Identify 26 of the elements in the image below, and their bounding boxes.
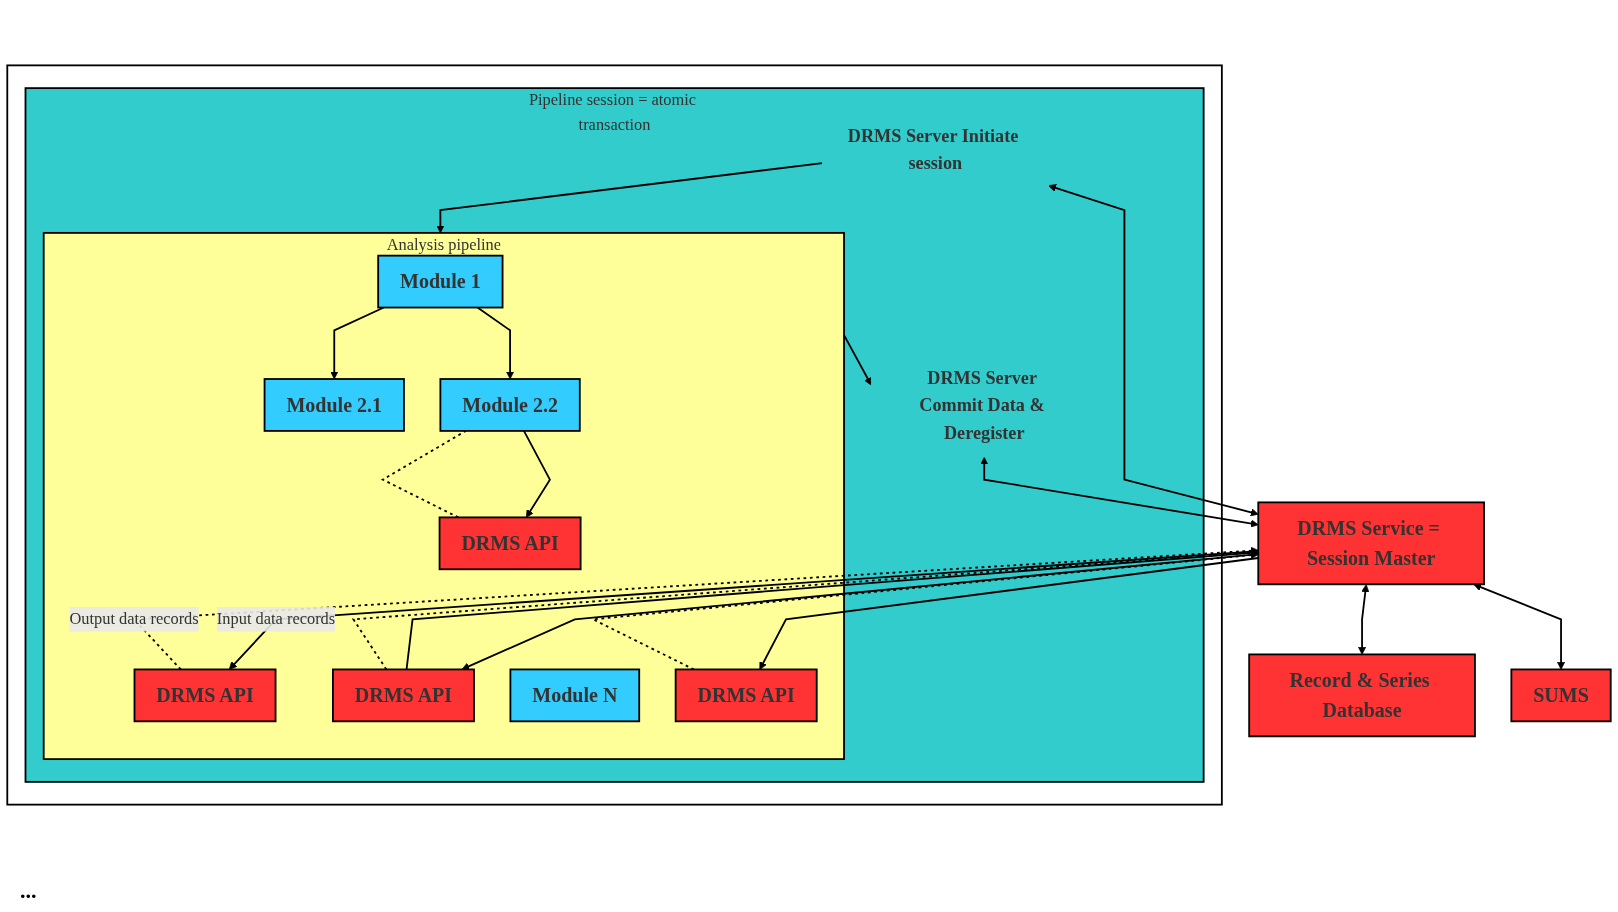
node-box: Module 2.2 bbox=[439, 378, 581, 432]
node-text: DRMS Server Initiate session bbox=[847, 125, 1019, 173]
node-box: DRMS API bbox=[133, 668, 277, 723]
node-box: Module N bbox=[509, 668, 641, 723]
edge-label: Output data records bbox=[69, 609, 199, 629]
node-box: Module 1 bbox=[377, 254, 504, 309]
arrow bbox=[980, 456, 1259, 528]
arrow bbox=[1473, 583, 1566, 670]
arrow bbox=[476, 306, 515, 380]
arrow bbox=[330, 306, 385, 380]
arrow bbox=[843, 334, 872, 386]
node-box: DRMS API bbox=[438, 516, 582, 571]
node-box: Module 2.1 bbox=[263, 378, 405, 432]
node-box: Record & Series Database bbox=[1248, 653, 1476, 738]
node-text: DRMS Server Commit Data & Deregister bbox=[919, 367, 1045, 443]
node-box: DRMS API bbox=[332, 668, 475, 723]
arrow bbox=[1358, 584, 1370, 655]
arrow bbox=[1048, 184, 1259, 517]
arrow bbox=[436, 162, 824, 234]
connector bbox=[380, 430, 467, 519]
node-box: DRMS Service = Session Master bbox=[1257, 501, 1485, 586]
arrow bbox=[523, 430, 551, 518]
ellipsis-note: ... bbox=[20, 878, 37, 903]
node-box: SUMS bbox=[1510, 668, 1612, 723]
edge-label: Input data records bbox=[216, 609, 336, 629]
node-box: DRMS API bbox=[674, 668, 818, 723]
